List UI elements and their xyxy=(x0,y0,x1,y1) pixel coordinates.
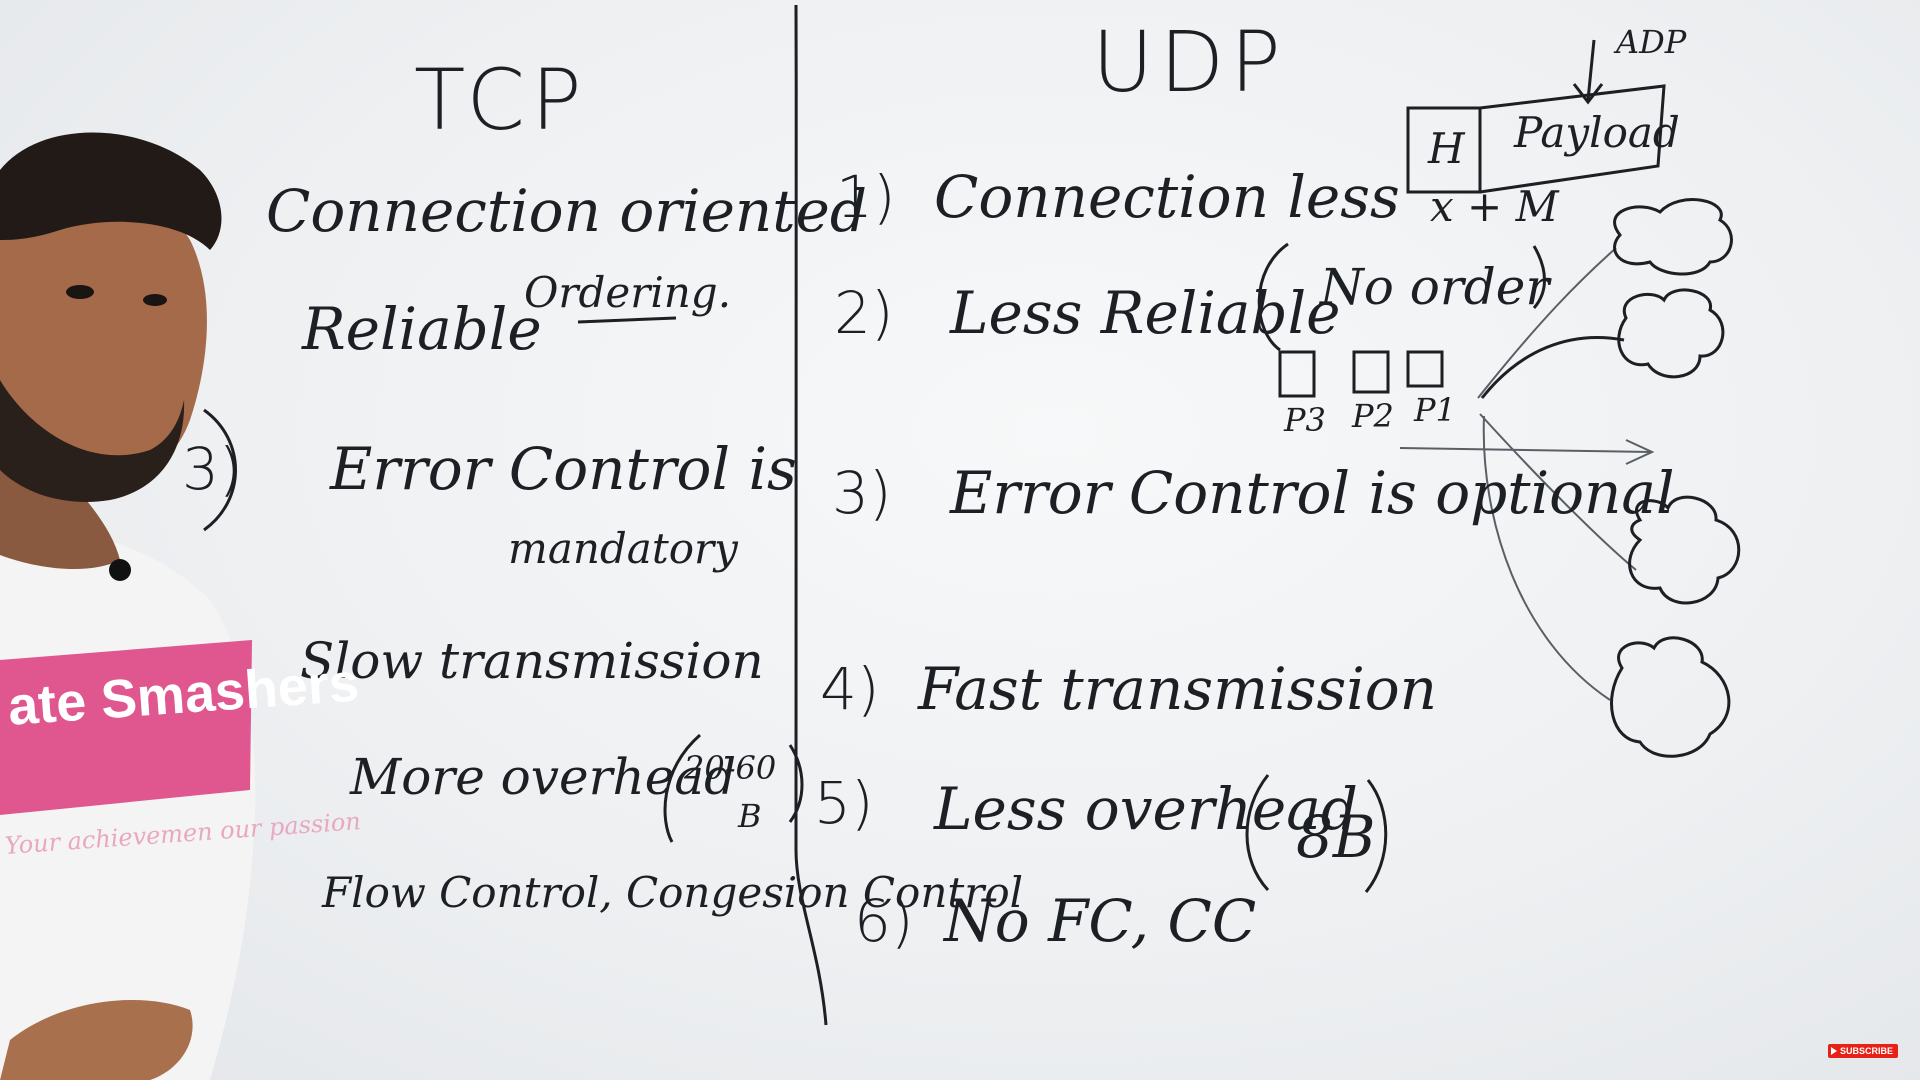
presenter-beard xyxy=(0,380,185,502)
udp-point-connectionless: Connection less xyxy=(934,163,1400,231)
packet-p3-box xyxy=(1278,350,1316,398)
udp-point1-number: 1) xyxy=(836,163,896,231)
play-icon xyxy=(1830,1047,1837,1055)
network-cloud-1 xyxy=(1613,198,1733,276)
route-arrow-3 xyxy=(1625,439,1655,465)
network-cloud-4 xyxy=(1610,636,1731,758)
eight-b-close-paren xyxy=(1364,779,1388,893)
overhead-open-paren xyxy=(663,733,701,843)
udp-title: UDP xyxy=(1092,13,1287,111)
tcp-point-overhead: More overhead xyxy=(350,748,737,806)
header-box-label: H xyxy=(1428,124,1465,173)
header-box xyxy=(1406,106,1482,194)
subscribe-button[interactable]: SUBSCRIBE xyxy=(1827,1044,1898,1058)
udp-point-error-optional: Error Control is optional xyxy=(950,459,1675,527)
route-line-2 xyxy=(1480,336,1625,399)
tcp-overhead-unit: B xyxy=(738,797,762,835)
udp-point-no-fc-cc: No FC, CC xyxy=(944,887,1257,955)
route-line-1 xyxy=(1477,247,1617,399)
header-size-formula: x + M xyxy=(1430,182,1559,231)
udp-point-fast: Fast transmission xyxy=(918,655,1438,723)
tcp-point-connection: Connection oriented xyxy=(266,177,868,245)
overhead-close-paren xyxy=(788,744,804,823)
adp-arrow-line xyxy=(1586,39,1596,101)
adp-arrow-head xyxy=(1572,83,1604,105)
tcp-title: TCP xyxy=(414,51,588,149)
udp-overhead-size: 8B xyxy=(1296,803,1376,871)
column-divider-line xyxy=(794,4,828,1026)
presenter xyxy=(0,132,256,1080)
payload-box-label: Payload xyxy=(1514,108,1680,157)
route-line-5 xyxy=(1482,415,1611,701)
udp-point3-number: 3) xyxy=(832,459,892,527)
udp-point2-number: 2) xyxy=(834,279,894,347)
udp-point-less-reliable: Less Reliable xyxy=(950,279,1341,347)
eight-b-open-paren xyxy=(1245,774,1270,892)
packet-p2-label: P2 xyxy=(1352,397,1394,435)
udp-point5-number: 5) xyxy=(814,769,874,837)
presenter-face xyxy=(0,188,207,492)
udp-point6-number: 6) xyxy=(854,887,914,955)
tcp-point-flow-control: Flow Control, Congesion Control xyxy=(322,868,1024,917)
no-order-open-paren xyxy=(1257,242,1289,352)
tcp-point3-number: 3) xyxy=(182,435,242,503)
ordering-underline xyxy=(577,316,677,324)
tcp-overhead-range: 20-60 xyxy=(684,749,777,787)
network-cloud-2 xyxy=(1617,288,1725,379)
packet-p2-box xyxy=(1352,350,1390,394)
udp-point4-number: 4) xyxy=(820,655,880,723)
subscribe-label: SUBSCRIBE xyxy=(1839,1046,1893,1056)
presenter-hand-left xyxy=(0,1000,193,1080)
payload-box xyxy=(1479,84,1666,194)
tcp-point-reliable: Reliable xyxy=(302,295,542,363)
presenter-hair xyxy=(0,132,222,250)
no-order-close-paren xyxy=(1532,245,1546,309)
tcp-point-error-control: Error Control is xyxy=(330,435,797,503)
packet-p3-label: P3 xyxy=(1284,401,1326,439)
route-line-3 xyxy=(1399,447,1653,453)
packet-p1-box xyxy=(1406,350,1444,388)
packet-p1-label: P1 xyxy=(1414,391,1456,429)
lavalier-mic-icon xyxy=(109,559,131,581)
network-cloud-3 xyxy=(1628,495,1741,605)
udp-note-no-order: No order xyxy=(1320,258,1550,316)
tcp-point3-paren xyxy=(203,408,237,532)
adp-label: ADP xyxy=(1616,23,1687,61)
route-line-4 xyxy=(1479,413,1637,571)
presenter-eye-left xyxy=(66,285,94,299)
presenter-shirt-print xyxy=(0,640,252,815)
presenter-eye-right xyxy=(143,294,167,306)
tcp-point-mandatory: mandatory xyxy=(508,524,738,573)
tcp-note-ordering: Ordering. xyxy=(524,268,732,317)
udp-point-less-overhead: Less overhead xyxy=(934,775,1358,843)
tcp-point-slow: Slow transmission xyxy=(300,632,764,690)
